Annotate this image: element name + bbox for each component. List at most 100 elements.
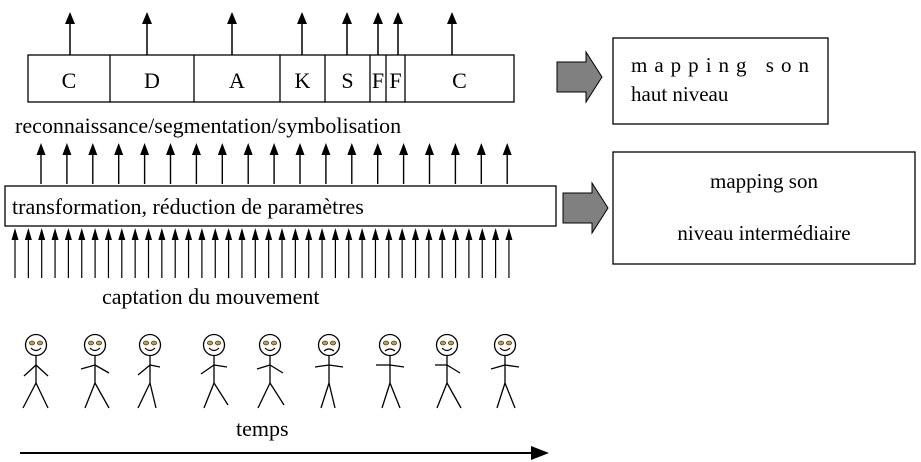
mid-mapping-block-arrow	[562, 181, 609, 235]
capture-arrow	[131, 228, 139, 278]
symbol-output-arrow	[373, 12, 383, 55]
stick-figure-row	[22, 333, 520, 409]
capture-arrow	[291, 228, 299, 278]
symbol-segment-label: A	[229, 68, 245, 93]
capture-label: captation du mouvement	[102, 284, 320, 309]
symbol-segment-label: F	[389, 68, 401, 93]
feature-arrow	[88, 143, 98, 184]
capture-arrow	[11, 228, 19, 278]
symbol-row-frame	[27, 54, 515, 103]
symbol-segment-label: C	[452, 68, 467, 93]
mid-mapping-line1: mapping son	[710, 169, 818, 193]
face-icon	[317, 333, 341, 357]
capture-arrow	[78, 228, 86, 278]
transformation-bar	[4, 185, 557, 227]
capture-arrow	[225, 228, 233, 278]
high-level-mapping-box: mapping son haut niveau	[612, 37, 829, 125]
feature-arrow	[399, 143, 409, 184]
feature-arrow	[62, 143, 72, 184]
face-icon	[493, 333, 517, 357]
intermediate-mapping-box: mapping son niveau intermédiaire	[612, 151, 916, 265]
capture-arrow	[24, 228, 32, 278]
symbol-output-arrow	[297, 12, 307, 55]
stick-figure	[22, 333, 49, 409]
high-mapping-line1: mapping son	[631, 53, 810, 77]
capture-arrow	[425, 228, 433, 278]
face-icon	[83, 333, 107, 357]
capture-arrow	[185, 228, 193, 278]
symbol-output-arrow	[142, 12, 152, 55]
symbol-segment-label: D	[144, 68, 160, 93]
symbol-output-arrow	[393, 12, 403, 55]
feature-arrow	[476, 143, 486, 184]
symbol-segment-label: S	[341, 68, 353, 93]
capture-arrow	[478, 228, 486, 278]
stick-figure	[137, 333, 162, 409]
feature-arrow	[373, 143, 383, 184]
mid-mapping-line2: niveau intermédiaire	[677, 221, 850, 245]
capture-arrow	[438, 228, 446, 278]
symbol-output-arrows	[65, 12, 457, 55]
stick-figure	[256, 333, 285, 409]
capture-arrow	[398, 228, 406, 278]
feature-arrow	[450, 143, 460, 184]
capture-arrow	[505, 228, 513, 278]
stick-figure	[435, 333, 462, 409]
feature-arrow	[36, 143, 46, 184]
feature-arrows	[36, 143, 512, 184]
feature-arrow	[269, 143, 279, 184]
capture-arrow	[452, 228, 460, 278]
face-icon	[202, 333, 226, 357]
face-icon	[378, 333, 402, 357]
capture-arrow	[158, 228, 166, 278]
capture-arrow	[38, 228, 46, 278]
capture-arrows	[11, 228, 513, 278]
high-mapping-block-arrow	[556, 50, 603, 104]
capture-arrow	[371, 228, 379, 278]
stick-figure	[490, 333, 520, 409]
capture-arrow	[278, 228, 286, 278]
symbol-segment-label: K	[295, 68, 311, 93]
feature-arrow	[114, 143, 124, 184]
face-icon	[435, 333, 459, 357]
capture-arrow	[171, 228, 179, 278]
time-label: temps	[236, 416, 289, 441]
capture-arrow	[238, 228, 246, 278]
feature-arrow	[191, 143, 201, 184]
capture-arrow	[145, 228, 152, 278]
feature-arrow	[140, 143, 150, 184]
capture-arrow	[358, 228, 366, 278]
stick-figure	[200, 333, 229, 409]
symbol-output-arrow	[342, 12, 352, 55]
capture-arrow	[318, 228, 326, 278]
capture-arrow	[265, 228, 273, 278]
face-icon	[258, 333, 282, 357]
capture-arrow	[331, 228, 339, 278]
capture-arrow	[91, 228, 99, 278]
stick-figure	[314, 333, 344, 409]
symbol-output-arrow	[65, 12, 75, 55]
capture-arrow	[251, 228, 259, 278]
face-icon	[138, 333, 162, 357]
capture-arrow	[51, 228, 59, 278]
feature-arrow	[217, 143, 227, 184]
capture-arrow	[64, 228, 72, 278]
time-arrow	[20, 446, 549, 460]
face-icon	[24, 333, 48, 357]
transformation-label: transformation, réduction de paramètres	[12, 194, 364, 219]
feature-arrow	[347, 143, 357, 184]
feature-arrow	[166, 143, 175, 184]
capture-arrow	[465, 228, 473, 278]
feature-arrow	[321, 143, 331, 184]
symbol-output-arrow	[227, 12, 237, 55]
capture-arrow	[211, 228, 219, 278]
recognition-label: reconnaissance/segmentation/symbolisatio…	[15, 113, 401, 138]
capture-arrow	[104, 228, 112, 278]
capture-arrow	[385, 228, 393, 278]
feature-arrow	[425, 143, 434, 184]
stick-figure	[376, 333, 405, 409]
symbol-segment-label: C	[62, 68, 77, 93]
